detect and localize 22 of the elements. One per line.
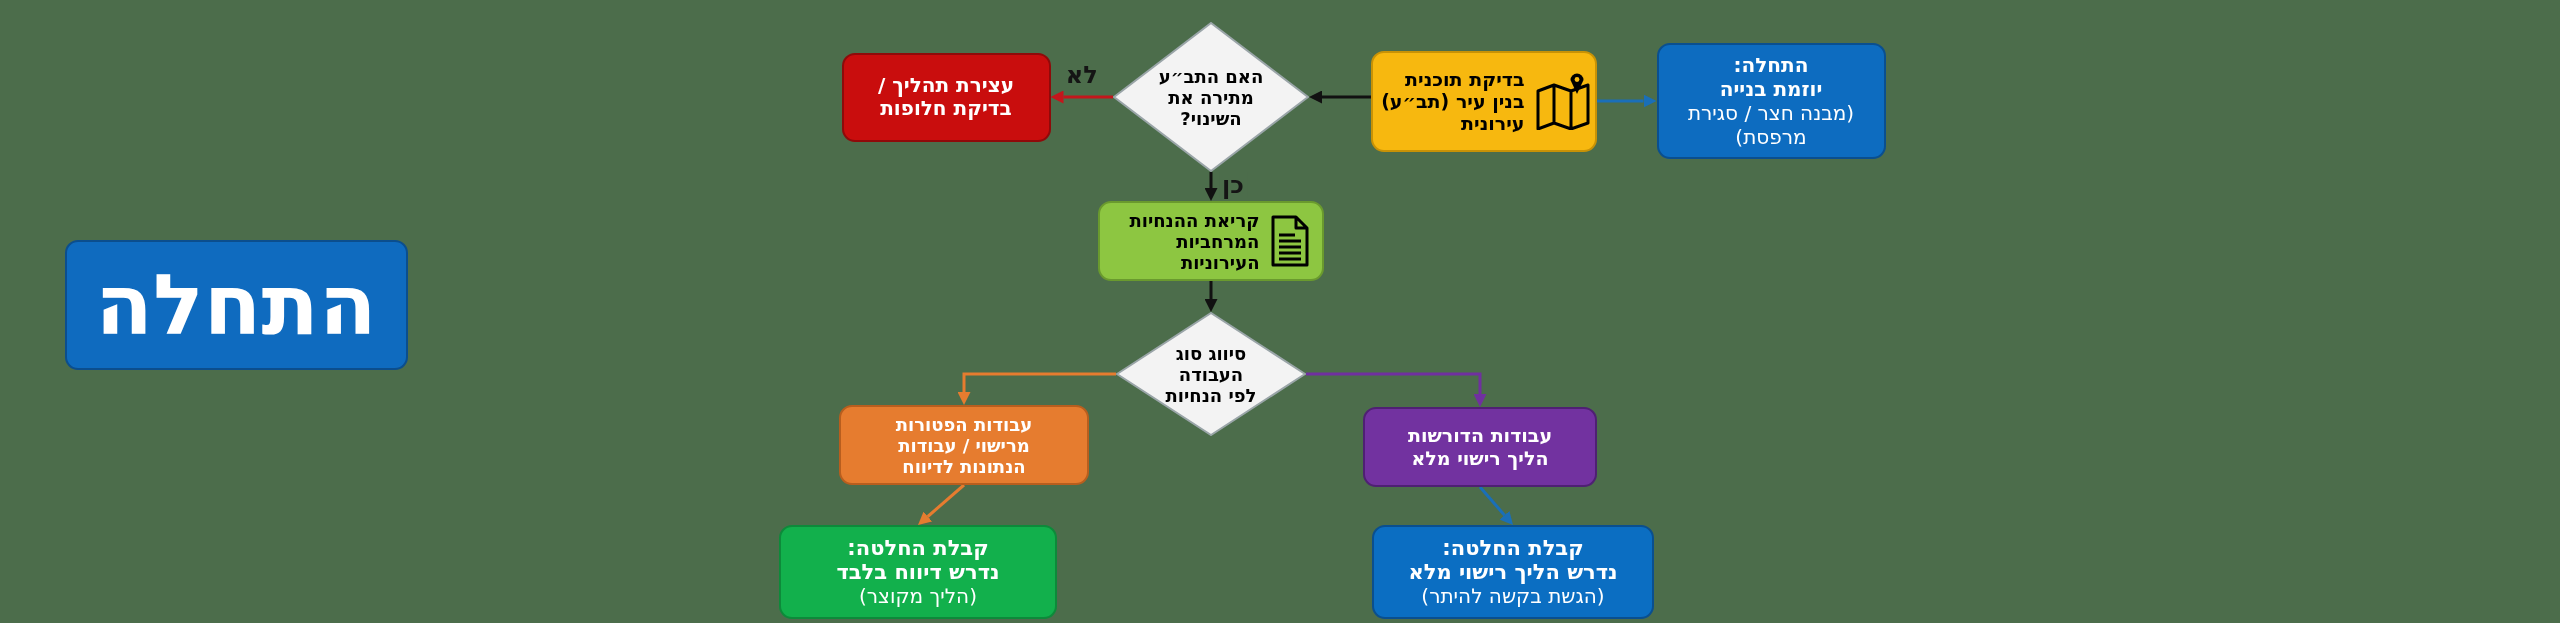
- decision-diamond: האם התב״ע מתירה את השינוי?: [1113, 22, 1309, 172]
- process-box: עצירת תהליך / בדיקת חלופות: [841, 52, 1051, 142]
- process-box: עבודות הדורשות הליך רישוי מלא: [1363, 407, 1597, 487]
- process-box: קבלת החלטה: נדרש הליך רישוי מלא (הגשת בקשה להיתר): [1372, 525, 1654, 619]
- arrow: [918, 483, 965, 526]
- decision-diamond: סיווג סוג העבודה לפי הנחיות: [1116, 312, 1306, 436]
- process-box: [1371, 50, 1597, 152]
- arrow: [1050, 90, 1113, 104]
- arrow: [1478, 486, 1514, 525]
- process-box: קבלת החלטה: נדרש דיווח בלבד (הליך מקוצר): [779, 525, 1057, 619]
- process-box: התחלה: יוזמת בנייה (מבנה חצר / סגירת מרפסת): [1656, 43, 1886, 159]
- arrow: [1597, 94, 1657, 108]
- title-box: התחלה: [64, 240, 408, 370]
- arrow: [1306, 372, 1487, 407]
- process-box: [1098, 201, 1324, 281]
- arrow: [1204, 172, 1218, 201]
- process-box: עבודות הפטורות מרישוי / עבודות הנתונות לדיווח: [839, 405, 1089, 485]
- step-label: בדיקת תוכנית בנין עיר (תב״ע) עירונית: [1380, 68, 1525, 134]
- arrow: [957, 372, 1116, 405]
- arrow: [1204, 281, 1218, 312]
- step-label: קריאת ההנחיות המרחביות העירוניות: [1128, 209, 1260, 273]
- arrow: [1309, 90, 1371, 104]
